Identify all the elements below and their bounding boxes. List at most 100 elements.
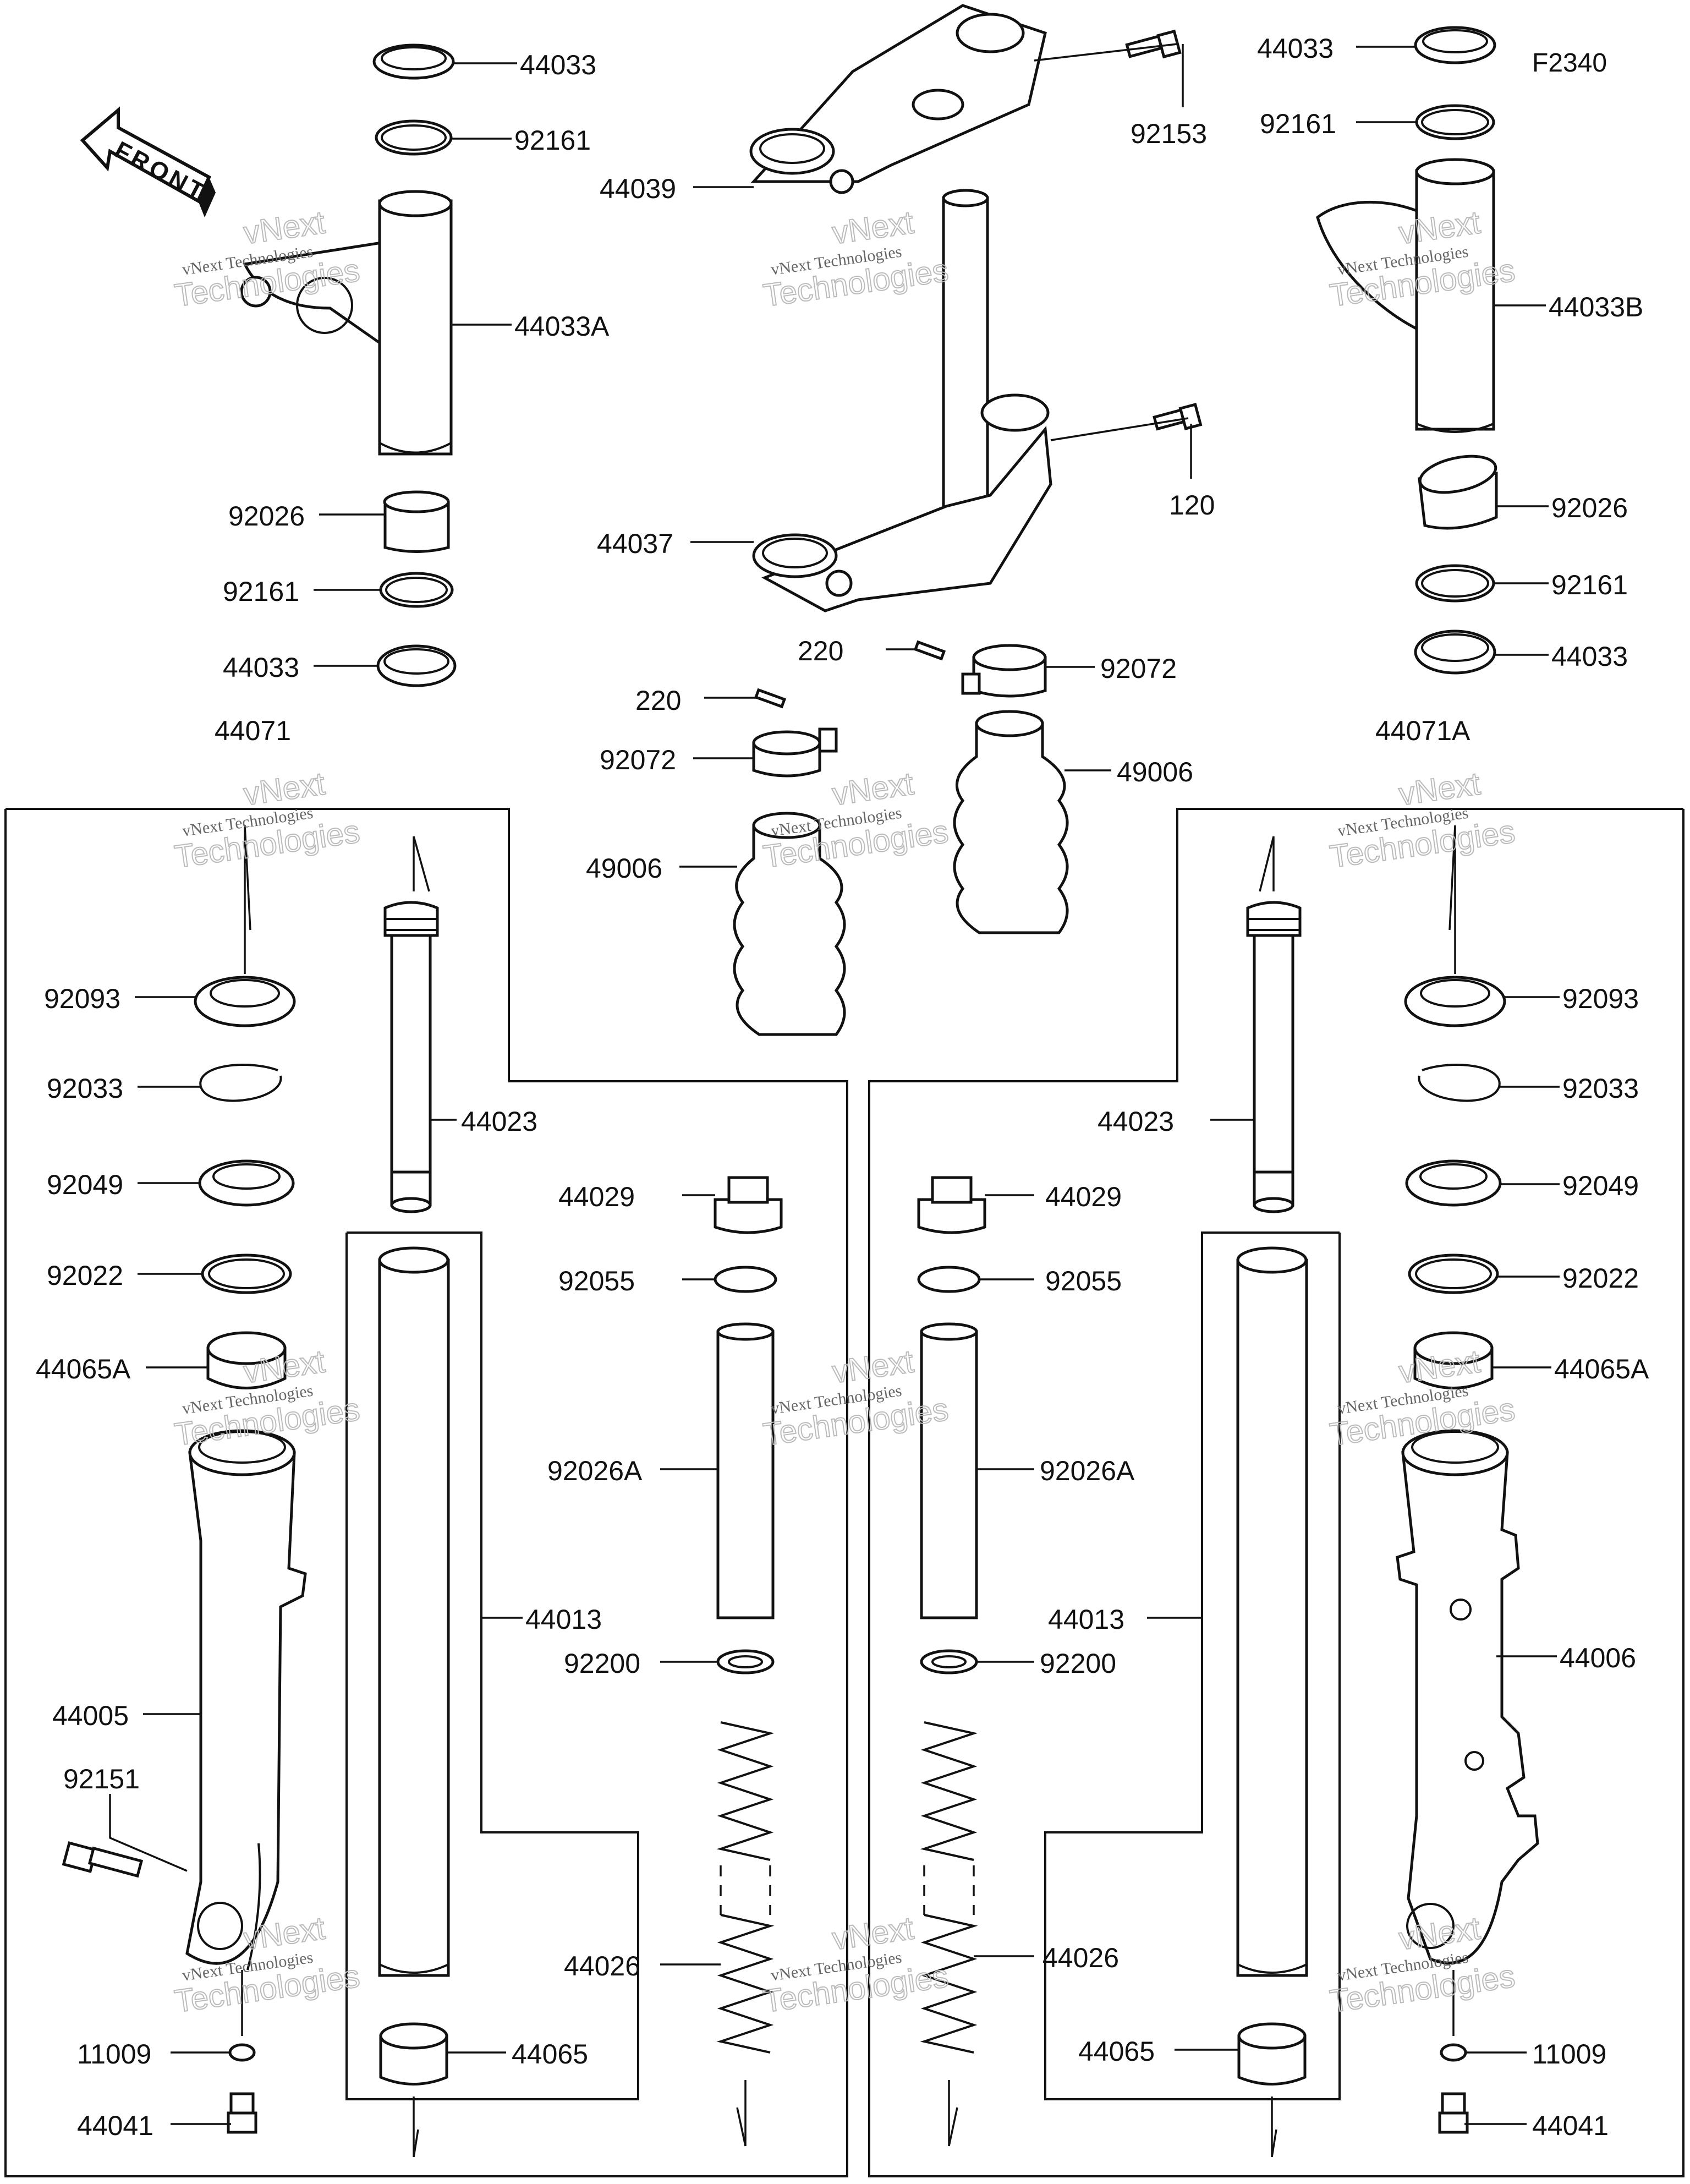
watermark-word1: vNext: [830, 1910, 916, 1957]
part-44065A-bushing-right: [1413, 1331, 1494, 1389]
label-92049-left: 92049: [47, 1169, 123, 1200]
label-11009-left: 11009: [77, 2039, 151, 2070]
part-92055-oring-left: [714, 1266, 777, 1293]
label-44041-left: 44041: [77, 2110, 153, 2141]
label-44033A: 44033A: [514, 311, 610, 342]
part-44023-cylinder-left: [383, 901, 439, 1213]
part-92072-clamp-upper: [961, 644, 1047, 698]
part-92022-washer-right: [1408, 1254, 1499, 1294]
part-11009-gasket-left: [228, 2043, 256, 2062]
label-44023-left: 44023: [461, 1106, 537, 1137]
label-220-lower: 220: [635, 685, 681, 716]
label-44013-right: 44013: [1048, 1604, 1124, 1635]
label-44033-mid-right: 44033: [1551, 641, 1628, 672]
part-92200-washer-left: [716, 1649, 775, 1674]
part-92093-dust-seal-left: [194, 976, 296, 1027]
label-92161-top-left: 92161: [514, 125, 591, 156]
label-92161-mid-left: 92161: [223, 576, 299, 607]
front-arrow-icon: FRONT: [80, 106, 216, 217]
part-44033B-headlight-bracket: [1316, 158, 1495, 433]
part-44029-cap-left: [714, 1176, 783, 1234]
label-92026-right: 92026: [1551, 492, 1628, 523]
part-44023-cylinder-right: [1246, 901, 1302, 1213]
label-49006-left: 49006: [586, 853, 662, 884]
label-92072-lower: 92072: [600, 745, 676, 775]
label-92022-right: 92022: [1562, 1263, 1639, 1294]
part-44065-bushing-right: [1237, 2022, 1307, 2086]
right-inner-tube-frame: [1044, 1231, 1341, 2100]
part-92161-top-right: [1415, 104, 1495, 140]
part-92026A-collar-left: [716, 1322, 775, 1619]
part-44033-mid-right: [1414, 630, 1496, 675]
label-44026-right: 44026: [1042, 1942, 1119, 1973]
part-44026-spring-left: [716, 1721, 775, 2054]
label-44033-top-right: 44033: [1257, 33, 1334, 64]
watermark-word1: vNext: [830, 204, 916, 251]
part-44026-spring-right: [920, 1721, 978, 2054]
part-120-bolt: [1153, 402, 1203, 431]
watermark-word1: vNext: [242, 765, 327, 812]
label-92055-right: 92055: [1045, 1266, 1122, 1296]
label-92055-left: 92055: [558, 1266, 635, 1296]
label-44033-mid-left: 44033: [223, 652, 299, 683]
label-92026-left: 92026: [228, 501, 305, 532]
label-92049-right: 92049: [1562, 1170, 1639, 1201]
label-92072-upper: 92072: [1100, 653, 1177, 684]
label-44065A-right: 44065A: [1554, 1354, 1649, 1384]
label-44033-top-left: 44033: [520, 50, 596, 80]
label-44071: 44071: [215, 715, 291, 746]
part-92161-mid-left: [379, 572, 454, 608]
part-44041-bolt-right: [1438, 2092, 1469, 2134]
part-220-screw-upper: [913, 640, 946, 661]
part-44033-top-left: [372, 43, 455, 80]
label-44039: 44039: [600, 173, 676, 204]
part-92026A-collar-right: [920, 1322, 978, 1619]
label-44037: 44037: [597, 528, 673, 559]
label-44013-left: 44013: [525, 1604, 602, 1635]
part-11009-gasket-right: [1440, 2043, 1467, 2062]
part-92200-washer-right: [920, 1649, 978, 1674]
part-92055-oring-right: [917, 1266, 981, 1293]
label-44041-right: 44041: [1532, 2110, 1609, 2141]
part-44029-cap-right: [917, 1176, 986, 1234]
part-92049-oil-seal-right: [1405, 1159, 1502, 1207]
label-92022-left: 92022: [47, 1260, 123, 1291]
part-44037-stem-lower-clamp: [752, 189, 1052, 612]
leader-lines: [109, 43, 1560, 2125]
label-44065-left: 44065: [512, 2039, 588, 2070]
label-44006: 44006: [1560, 1643, 1636, 1673]
part-92093-dust-seal-right: [1404, 976, 1506, 1027]
label-92093-right: 92093: [1562, 983, 1639, 1014]
right-fork-frame: [868, 808, 1684, 2177]
label-92093-left: 92093: [44, 983, 120, 1014]
diagram-code: F2340: [1532, 48, 1607, 78]
part-44041-bolt-left: [227, 2092, 257, 2134]
part-92151-bolt-left: [62, 1841, 144, 1878]
part-44033-mid-left: [376, 644, 457, 687]
part-44013-inner-tube-right: [1236, 1246, 1308, 1977]
label-120: 120: [1169, 490, 1215, 521]
label-44029-right: 44029: [1045, 1181, 1122, 1212]
part-44005-outer-tube-left: [185, 1429, 307, 1970]
part-92072-clamp-lower: [752, 727, 838, 778]
part-92049-oil-seal-left: [198, 1159, 295, 1207]
part-49006-boot-right: [953, 710, 1069, 934]
part-44013-inner-tube-left: [378, 1246, 450, 1977]
part-92033-circlip-right: [1418, 1064, 1501, 1102]
watermarks: vNext vNext Technologies Technologies vN…: [172, 204, 1517, 2020]
part-44065-bushing-left: [379, 2022, 448, 2086]
label-92033-left: 92033: [47, 1073, 123, 1104]
part-92026-right: [1418, 455, 1498, 530]
label-44026-left: 44026: [564, 1951, 640, 1982]
part-220-screw-lower: [754, 688, 787, 709]
left-fork-frame: [4, 808, 848, 2177]
left-inner-tube-frame: [345, 1231, 639, 2100]
part-49006-boot-left: [733, 812, 846, 1036]
label-11009-right: 11009: [1532, 2039, 1606, 2070]
label-92033-right: 92033: [1562, 1073, 1639, 1104]
part-44039-upper-clamp: [749, 4, 1047, 194]
part-92026-left: [383, 490, 450, 553]
label-92026A-right: 92026A: [1040, 1455, 1135, 1486]
label-49006-right: 49006: [1117, 757, 1193, 787]
